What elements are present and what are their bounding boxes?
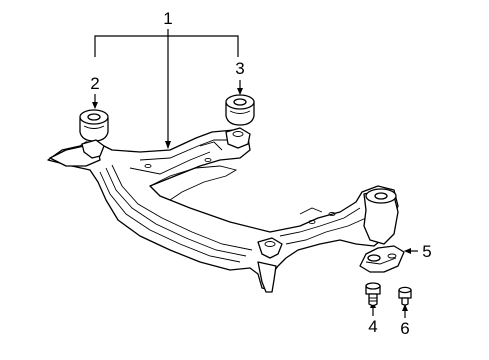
- leader-line-3: [237, 80, 243, 95]
- callout-label-6: 6: [400, 319, 409, 338]
- nut-part: [398, 286, 412, 306]
- crossmember-subframe-part: [47, 127, 399, 293]
- callout-label-4: 4: [368, 317, 377, 336]
- bracket-plate-part: [359, 245, 405, 273]
- leader-line-1: [165, 29, 171, 149]
- bracket-1: [94, 35, 239, 57]
- callout-label-3: 3: [235, 59, 244, 78]
- right-bushing-part: [225, 94, 255, 126]
- callout-label-2: 2: [90, 74, 99, 93]
- callout-label-1: 1: [163, 9, 172, 28]
- callout-label-5: 5: [422, 242, 431, 261]
- bolt-part: [365, 282, 381, 307]
- leader-line-5: [404, 248, 418, 254]
- leader-line-2: [92, 94, 98, 109]
- left-bushing-part: [79, 109, 109, 142]
- leader-line-6: [402, 304, 408, 318]
